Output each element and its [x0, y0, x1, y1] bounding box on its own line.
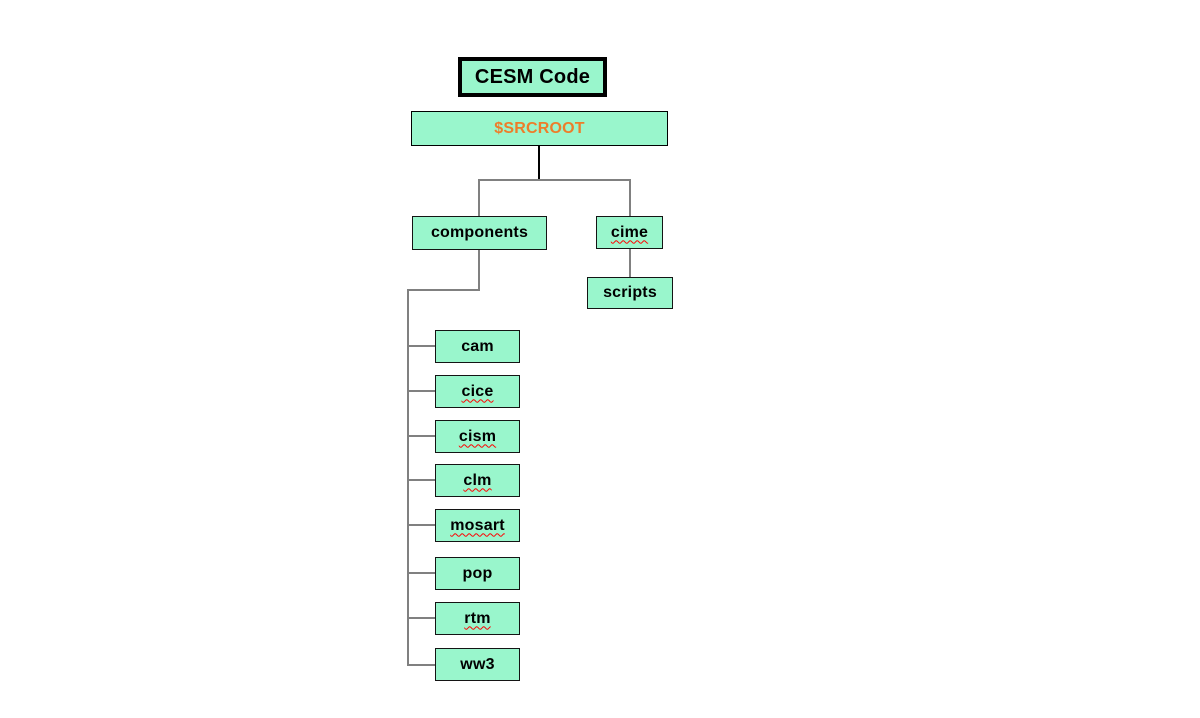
node-ww3-label: ww3 — [460, 655, 495, 673]
diagram-title: CESM Code — [474, 65, 591, 88]
connector-stub-cam — [407, 345, 435, 347]
node-mosart-label: mosart — [450, 516, 505, 534]
connector-to-cime — [629, 179, 631, 216]
connector-cime-scripts — [629, 249, 631, 277]
node-cam: cam — [435, 330, 520, 363]
node-cice: cice — [435, 375, 520, 408]
node-cime-label: cime — [610, 223, 649, 241]
node-mosart: mosart — [435, 509, 520, 542]
connector-to-components — [478, 179, 480, 216]
node-clm: clm — [435, 464, 520, 497]
node-scripts: scripts — [587, 277, 673, 309]
node-srcroot-label: $SRCROOT — [494, 119, 585, 137]
connector-components-elbow-vertical — [478, 250, 480, 291]
node-cice-label: cice — [461, 382, 494, 400]
connector-stub-mosart — [407, 524, 435, 526]
connector-stub-pop — [407, 572, 435, 574]
node-scripts-label: scripts — [603, 284, 657, 301]
connector-stub-clm — [407, 479, 435, 481]
connector-components-elbow-horizontal — [407, 289, 480, 291]
connector-components-trunk — [407, 289, 409, 666]
node-components: components — [412, 216, 547, 250]
connector-stub-ww3 — [407, 664, 435, 666]
node-cism: cism — [435, 420, 520, 453]
connector-stub-cice — [407, 390, 435, 392]
node-components-label: components — [430, 224, 529, 241]
connector-root-stem — [538, 146, 540, 180]
connector-stub-cism — [407, 435, 435, 437]
connector-branch-horizontal — [478, 179, 631, 181]
connector-stub-rtm — [407, 617, 435, 619]
node-clm-label: clm — [463, 471, 492, 489]
node-cam-label: cam — [461, 337, 494, 355]
node-cime: cime — [596, 216, 663, 249]
node-srcroot: $SRCROOT — [411, 111, 668, 146]
node-rtm: rtm — [435, 602, 520, 635]
diagram-title-box: CESM Code — [458, 57, 607, 97]
node-cism-label: cism — [458, 427, 497, 445]
node-pop: pop — [435, 557, 520, 590]
node-ww3: ww3 — [435, 648, 520, 681]
node-rtm-label: rtm — [464, 609, 491, 627]
node-pop-label: pop — [462, 564, 493, 582]
